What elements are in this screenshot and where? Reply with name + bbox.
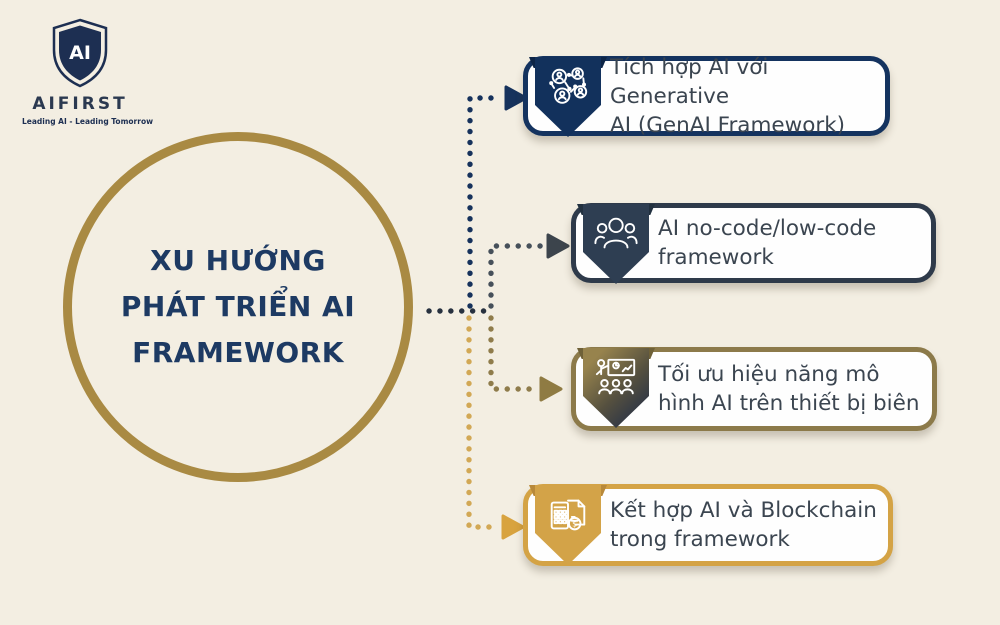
card-label-line: trong framework (610, 527, 790, 552)
card-label-line: hình AI trên thiết bị biên (658, 391, 920, 416)
card-label-line: Tích hợp AI với Generative (610, 54, 769, 109)
card-label: Tối ưu hiệu năng mô hình AI trên thiết b… (658, 360, 920, 418)
svg-text:$: $ (572, 519, 577, 529)
card-label: Kết hợp AI và Blockchain trong framework (610, 496, 877, 554)
badge-pentagon (535, 57, 601, 137)
trend-card-nocode: AI no-code/low-code framework (571, 203, 936, 284)
central-topic-circle: XU HƯỚNG PHÁT TRIỂN AI FRAMEWORK (63, 132, 413, 482)
card-badge (577, 348, 655, 428)
shield-logo-icon: AI (52, 18, 108, 88)
connector-branch-4 (466, 315, 500, 530)
central-topic-title: XU HƯỚNG PHÁT TRIỂN AI FRAMEWORK (121, 238, 355, 376)
brand-tagline: Leading AI - Leading Tomorrow (22, 117, 154, 126)
ai-network-icon (549, 67, 588, 104)
blockchain-ledger-icon: $ (550, 499, 586, 531)
badge-pentagon (583, 204, 649, 284)
card-label-line: Tối ưu hiệu năng mô (658, 362, 880, 387)
card-label: AI no-code/low-code framework (658, 214, 876, 272)
user-group-icon (594, 217, 638, 249)
presentation-audience-icon (595, 358, 636, 395)
card-label-line: Kết hợp AI và Blockchain (610, 498, 877, 523)
connector-branch-1 (467, 95, 503, 309)
trend-card-edge: Tối ưu hiệu năng mô hình AI trên thiết b… (571, 347, 937, 431)
connector-branch-3 (488, 315, 537, 392)
card-label-line: framework (658, 245, 774, 270)
card-badge (529, 57, 607, 137)
central-title-line: XU HƯỚNG (150, 244, 326, 277)
shield-text: AI (69, 42, 91, 64)
arrowhead-icon (539, 376, 563, 402)
trend-card-blockchain: $ Kết hợp AI và Blockchain trong framewo… (523, 484, 893, 566)
trend-card-genai: Tích hợp AI với Generative AI (GenAI Fra… (523, 55, 890, 138)
badge-pentagon: $ (535, 485, 601, 565)
card-badge (577, 204, 655, 284)
arrowhead-icon (501, 514, 525, 540)
connector-branch-2 (488, 243, 545, 309)
card-label: Tích hợp AI với Generative AI (GenAI Fra… (610, 53, 885, 140)
badge-pentagon (583, 348, 649, 428)
brand-name: AIFIRST (32, 94, 128, 114)
card-badge: $ (529, 485, 607, 565)
brand-logo: AI AIFIRST Leading AI - Leading Tomorrow (22, 18, 154, 126)
central-title-line: PHÁT TRIỂN AI (120, 290, 356, 323)
central-title-line: FRAMEWORK (132, 336, 344, 369)
arrowhead-icon (546, 233, 570, 259)
card-label-line: AI (GenAI Framework) (610, 112, 846, 138)
card-label-line: AI no-code/low-code (658, 216, 877, 241)
